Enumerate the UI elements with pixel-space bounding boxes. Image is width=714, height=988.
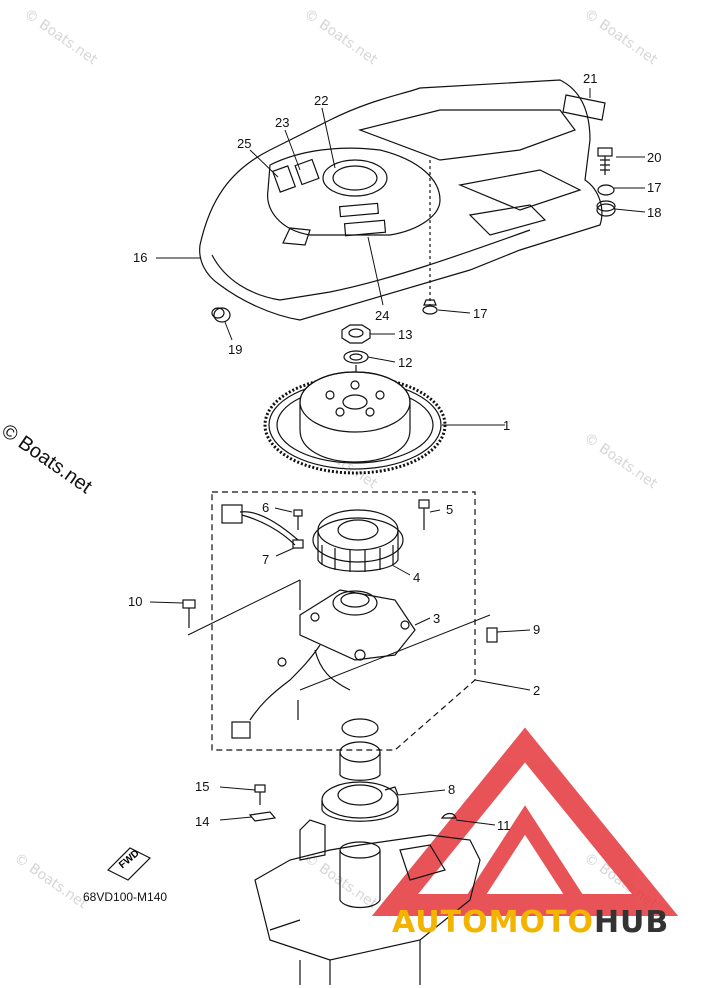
dowel-9	[486, 627, 498, 643]
drive-coupling	[339, 718, 381, 781]
bolt-15	[254, 784, 266, 805]
callout-17-lower: 17	[473, 306, 488, 321]
callout-15: 15	[195, 779, 210, 794]
stator-assembly-box	[211, 491, 476, 751]
screw-6	[293, 509, 303, 530]
callout-21: 21	[583, 71, 598, 86]
callout-13: 13	[398, 327, 413, 342]
key-11	[440, 812, 457, 819]
flywheel-1	[263, 371, 447, 475]
bracket-14	[248, 811, 277, 822]
top-cowling-cover	[199, 79, 603, 321]
leader-lines	[149, 88, 646, 826]
fwd-arrow	[106, 847, 152, 881]
washer-12	[343, 350, 369, 364]
callout-1: 1	[503, 418, 511, 433]
pulser-plate-8	[321, 781, 399, 822]
part-code: 68VD100-M140	[83, 890, 168, 904]
base-plate-3	[299, 589, 416, 661]
power-head	[254, 819, 481, 985]
callout-11: 11	[497, 818, 511, 833]
callout-3: 3	[433, 611, 441, 626]
label-plate	[562, 94, 606, 121]
callout-20: 20	[647, 150, 662, 165]
callout-10: 10	[128, 594, 143, 609]
grommet-19	[211, 307, 231, 323]
nut-13	[341, 324, 371, 344]
callout-17: 17	[647, 180, 662, 195]
callout-24: 24	[375, 308, 390, 323]
callout-22: 22	[314, 93, 329, 108]
grommet-18	[596, 200, 616, 217]
bolt-20	[597, 147, 613, 175]
callout-5: 5	[446, 502, 454, 517]
callout-8: 8	[448, 782, 456, 797]
washer-17	[597, 184, 615, 196]
callout-19: 19	[228, 342, 243, 357]
callout-23: 23	[275, 115, 290, 130]
callout-2: 2	[533, 683, 541, 698]
callout-25: 25	[237, 136, 252, 151]
callout-14: 14	[195, 814, 210, 829]
callout-18: 18	[647, 205, 662, 220]
callout-4: 4	[413, 570, 421, 585]
callout-16: 16	[133, 250, 148, 265]
callout-6: 6	[262, 500, 270, 515]
logo-text-part2: HUB	[593, 905, 670, 940]
callout-7: 7	[262, 552, 270, 567]
grommet-17-lower	[422, 299, 438, 315]
wiring-harness	[221, 504, 351, 739]
callout-9: 9	[533, 622, 541, 637]
automotohub-logo: AUTOMOTOHUB	[392, 905, 669, 940]
screw-5	[418, 499, 430, 530]
callout-12: 12	[398, 355, 413, 370]
logo-triangle	[371, 727, 679, 916]
bolt-10	[182, 599, 196, 628]
stator-4	[312, 509, 404, 572]
logo-text-part1: AUTOMOTO	[392, 905, 594, 940]
